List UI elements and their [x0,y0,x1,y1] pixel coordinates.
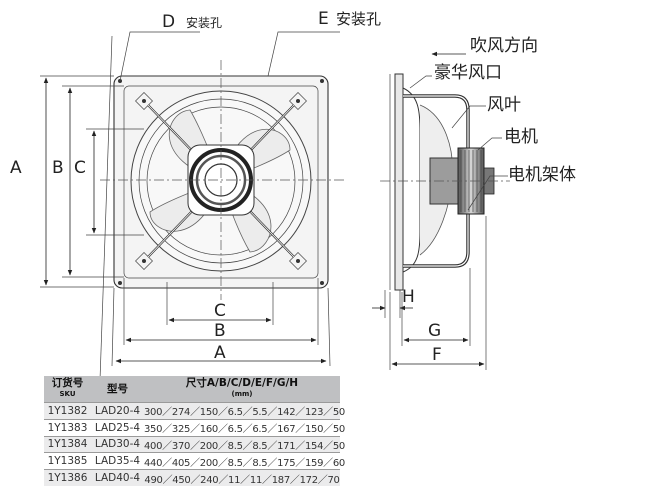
cell-model: LAD35-4 [91,452,144,470]
dim-c-label: C [74,158,86,178]
side-frame-plate [394,73,404,291]
cell-sku: 1Y1384 [44,435,91,453]
cell-model: LAD25-4 [91,418,144,437]
label-e-hole: 安装孔 [336,10,381,28]
label-d-hole: 安装孔 [186,15,222,30]
table-row: 1Y1382 LAD20-4 300／274／150／6.5／5.5／142／1… [44,402,345,420]
dim-a-bottom-label: A [214,343,226,363]
corner-hole-icon [320,79,324,83]
label-motor-frame: 电机架体 [508,165,576,185]
corner-hole-icon [320,281,324,285]
cell-dims: 490／450／240／11／11／187／172／70 [144,469,340,486]
cell-sku: 1Y1383 [44,418,91,437]
cell-sku: 1Y1385 [44,452,91,470]
dim-b-bottom-label: B [214,321,226,341]
cell-sku: 1Y1386 [44,469,91,486]
cell-dims: 350／325／160／6.5／6.5／167／150／50 [144,418,345,437]
header-dims: 尺寸A/B/C/D/E/F/G/H(mm) [144,376,340,403]
header-model: 型号 [91,376,144,403]
cell-dims: 400／370／200／8.5／8.5／171／154／50 [144,435,345,453]
label-blade: 风叶 [487,95,521,115]
side-inlet [402,87,421,273]
cell-model: LAD30-4 [91,435,144,453]
table-row: 1Y1386 LAD40-4 490／450／240／11／11／187／172… [44,469,340,486]
cell-model: LAD20-4 [91,402,144,420]
label-motor: 电机 [504,127,538,147]
cell-sku: 1Y1382 [44,402,91,420]
label-deluxe-inlet: 豪华风口 [434,62,502,83]
cell-dims: 300／274／150／6.5／5.5／142／123／50 [144,402,345,420]
cell-dims: 440／405／200／8.5／8.5／175／159／60 [144,452,345,470]
label-d: D [162,12,175,32]
dim-f-label: F [432,345,442,365]
cell-model: LAD40-4 [91,469,144,486]
front-view: D 安装孔 E 安装孔 A B C C B A [10,9,381,381]
table-row: 1Y1383 LAD25-4 350／325／160／6.5／6.5／167／1… [44,418,345,437]
dim-a-label: A [10,158,22,178]
table-row: 1Y1385 LAD35-4 440／405／200／8.5／8.5／175／1… [44,452,345,470]
corner-hole-icon [118,281,122,285]
side-view: 吹风方向 豪华风口 风叶 电机 电机架体 H G F [372,36,576,370]
label-e: E [318,9,329,29]
dim-c-bottom-label: C [214,301,226,321]
table-row: 1Y1384 LAD30-4 400／370／200／8.5／8.5／171／1… [44,435,345,453]
dim-g-label: G [428,321,441,341]
dim-b-label: B [52,158,64,178]
dim-h-label: H [402,287,415,307]
label-airflow-direction: 吹风方向 [470,36,538,56]
